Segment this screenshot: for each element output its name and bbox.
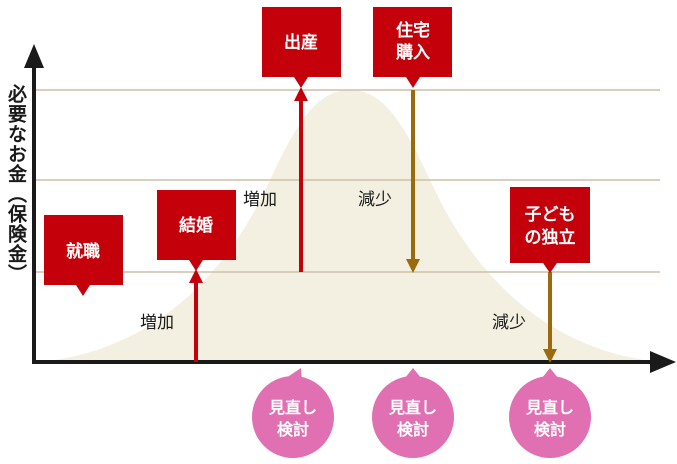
increase-label-1: 増加	[140, 313, 174, 333]
review-bubble-1-line2: 検討	[277, 420, 309, 439]
review-bubble-2-line1: 見直し	[388, 398, 437, 417]
event-independence: 子ども の独立	[510, 187, 590, 273]
review-bubble-3-line1: 見直し	[525, 398, 574, 417]
decrease-label-2: 減少	[492, 313, 526, 333]
event-marriage: 結婚	[157, 190, 236, 271]
review-bubble-1: 見直し 検討	[252, 368, 334, 458]
event-independence-label-2: の独立	[525, 227, 576, 248]
review-bubble-3: 見直し 検討	[509, 368, 591, 458]
event-house: 住宅 購入	[373, 7, 452, 88]
y-axis-arrowhead	[24, 44, 44, 68]
event-marriage-label: 結婚	[179, 215, 213, 236]
review-bubble-3-line2: 検討	[534, 420, 566, 439]
event-birth: 出産	[262, 7, 341, 88]
event-birth-label: 出産	[284, 32, 318, 53]
event-independence-label-1: 子ども	[525, 205, 576, 225]
event-house-label-1: 住宅	[396, 20, 430, 41]
decrease-label-1: 減少	[358, 190, 392, 210]
x-axis-arrowhead	[650, 351, 676, 373]
event-employment: 就職	[44, 215, 123, 296]
review-bubble-2-line2: 検討	[397, 420, 429, 439]
event-employment-label: 就職	[66, 241, 100, 262]
review-bubble-1-line1: 見直し	[268, 398, 317, 417]
y-axis-label: 必要なお金（保険金）	[5, 83, 28, 284]
increase-label-2: 増加	[243, 190, 277, 210]
review-bubble-2: 見直し 検討	[372, 368, 454, 458]
event-house-label-2: 購入	[396, 42, 430, 63]
